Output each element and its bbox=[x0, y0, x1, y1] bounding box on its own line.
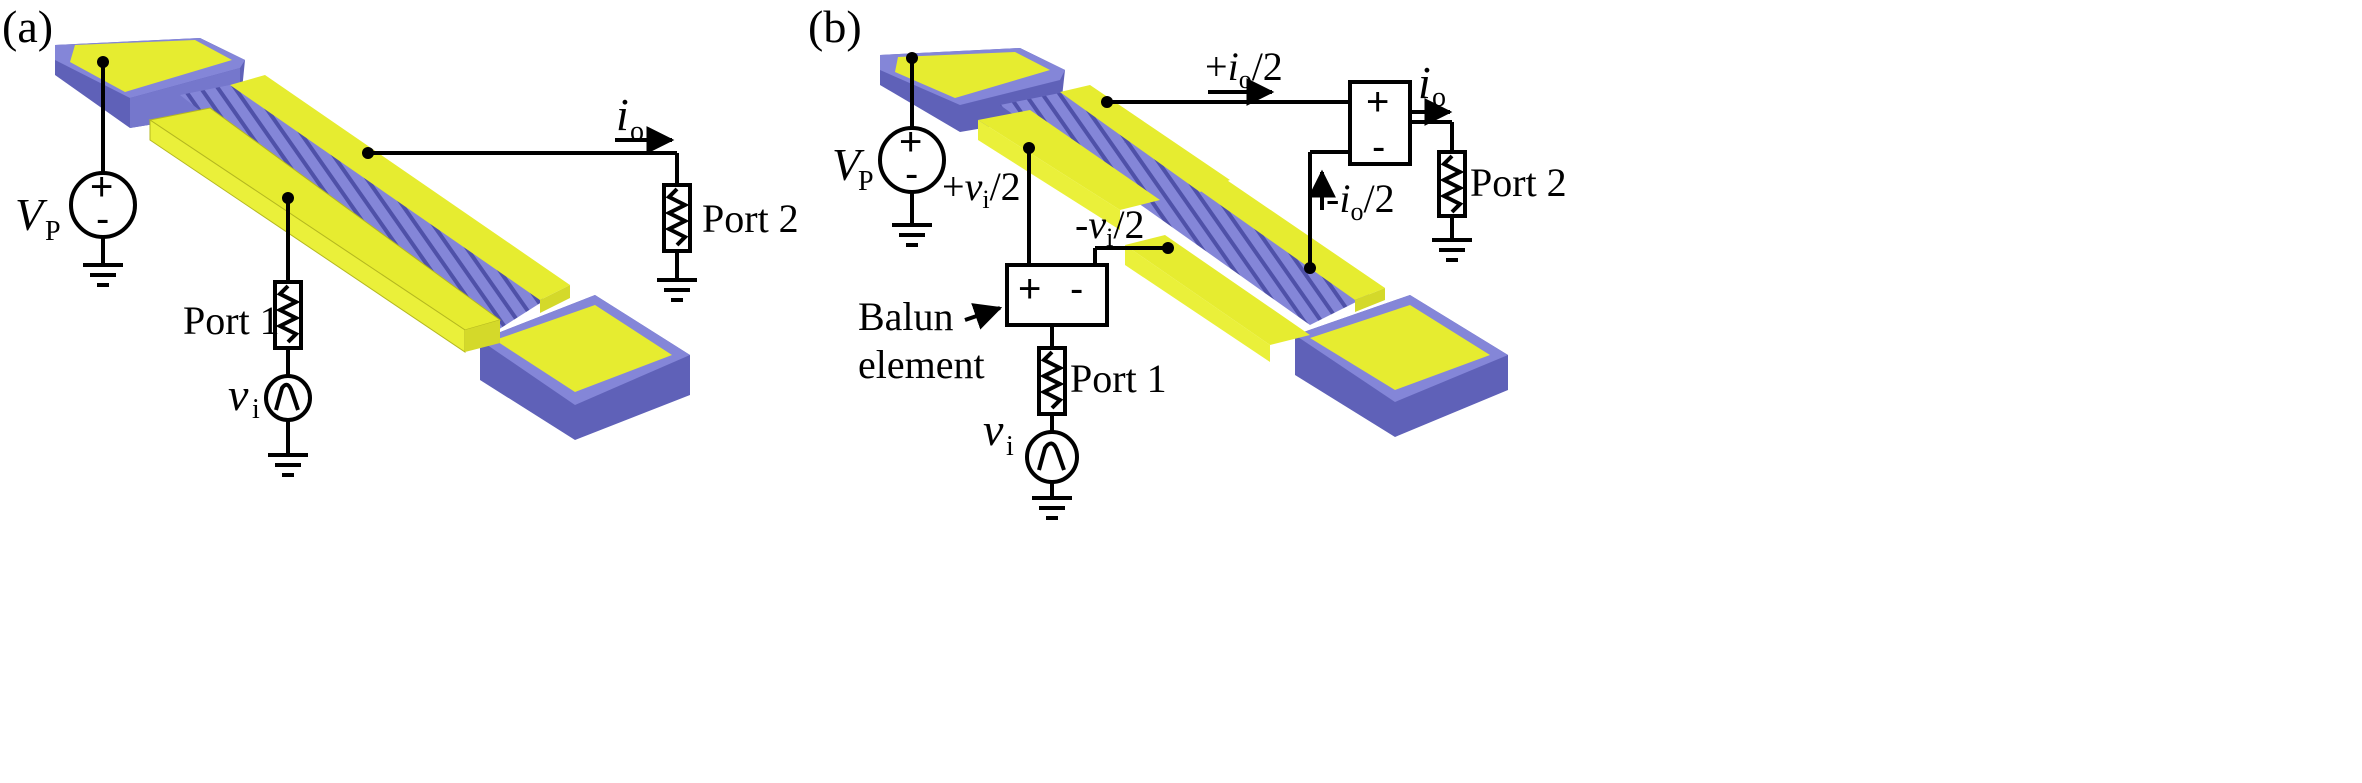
panel-a-label: (a) bbox=[2, 1, 53, 52]
svg-text:+: + bbox=[90, 165, 113, 209]
back-electrode-a bbox=[230, 75, 570, 313]
port1-label-b: Port 1 bbox=[1070, 356, 1167, 401]
panel-a: (a) + bbox=[2, 1, 799, 477]
io-sub-a: o bbox=[630, 116, 644, 147]
combiner-minus: - bbox=[1372, 125, 1385, 169]
vp-label-a: V bbox=[15, 189, 48, 240]
finger-array-a bbox=[180, 80, 545, 335]
balun-label-line1: Balun bbox=[858, 294, 954, 339]
vp-sub-b: P bbox=[858, 166, 874, 197]
ground-vp-b bbox=[892, 223, 932, 247]
port2-resistor-a bbox=[662, 183, 692, 253]
vp-source-b: + - bbox=[878, 120, 946, 196]
io-label-b: i bbox=[1418, 57, 1431, 108]
balun-minus: - bbox=[1070, 267, 1083, 311]
vi-source-b bbox=[1025, 430, 1079, 484]
port1-resistor-a bbox=[273, 280, 303, 350]
svg-text:-: - bbox=[96, 197, 109, 241]
port2-resistor-b bbox=[1437, 150, 1467, 218]
vi-sub-a: i bbox=[252, 394, 260, 425]
vp-label-b: V bbox=[832, 139, 865, 190]
io-label-a: i bbox=[616, 89, 629, 140]
svg-text:-: - bbox=[905, 152, 918, 196]
ground-port1-b bbox=[1032, 496, 1072, 520]
minus-io-half-label: -io/2 bbox=[1326, 176, 1395, 226]
vp-sub-a: P bbox=[45, 216, 61, 247]
finger-array-b bbox=[1000, 90, 1370, 325]
vi-label-a: v bbox=[228, 369, 249, 420]
port1-resistor-b bbox=[1037, 346, 1067, 416]
balun-label-line2: element bbox=[858, 342, 985, 387]
svg-text:+: + bbox=[899, 120, 922, 164]
balun-element-box: + - bbox=[1005, 263, 1109, 327]
plus-io-half-label: +io/2 bbox=[1205, 44, 1283, 94]
back-electrode-b bbox=[1060, 85, 1385, 312]
io-sub-b: o bbox=[1432, 82, 1446, 113]
plus-vi-half-label: +vi/2 bbox=[942, 164, 1021, 214]
front-electrode-a bbox=[148, 107, 502, 353]
balun-plus: + bbox=[1018, 267, 1041, 311]
bottom-pad-b bbox=[1295, 295, 1508, 437]
ground-vp-a bbox=[83, 263, 123, 287]
port2-label-b: Port 2 bbox=[1470, 160, 1567, 205]
panel-b: (b) bbox=[808, 1, 1567, 520]
ground-port2-a bbox=[657, 278, 697, 302]
combiner-box: + - bbox=[1348, 80, 1412, 169]
front-electrode-b bbox=[978, 110, 1310, 362]
port1-label-a: Port 1 bbox=[183, 298, 280, 343]
port2-label-a: Port 2 bbox=[702, 196, 799, 241]
vi-source-a bbox=[264, 374, 312, 422]
ground-port1-a bbox=[268, 453, 308, 477]
bottom-pad-a bbox=[480, 295, 690, 440]
combiner-plus: + bbox=[1366, 80, 1389, 124]
panel-b-label: (b) bbox=[808, 1, 862, 52]
vi-label-b: v bbox=[983, 404, 1004, 455]
ground-port2-b bbox=[1432, 238, 1472, 262]
vp-source-a: + - bbox=[69, 165, 137, 241]
vi-sub-b: i bbox=[1006, 431, 1014, 462]
minus-vi-half-label: -vi/2 bbox=[1075, 202, 1144, 252]
